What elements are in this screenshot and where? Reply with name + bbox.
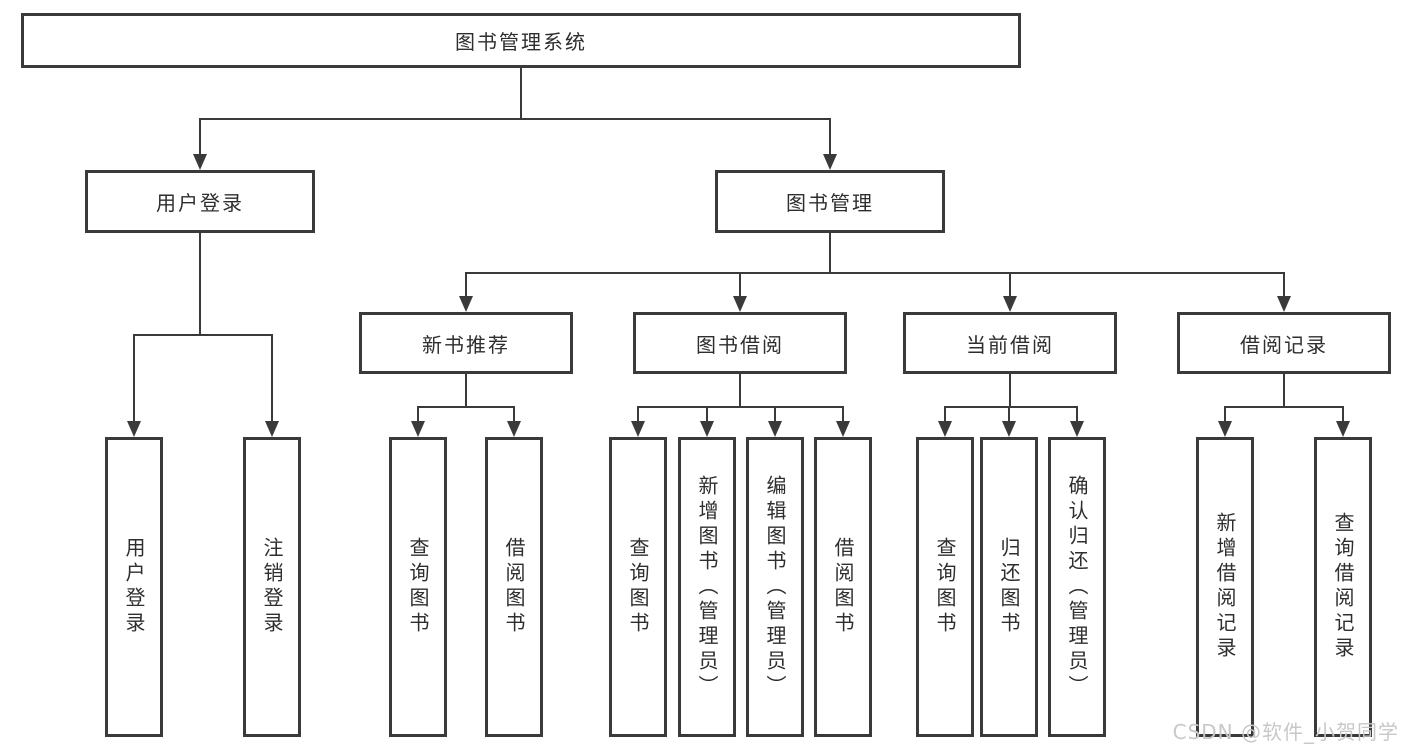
arrow-down-icon [1070, 421, 1084, 437]
line-segment [1283, 272, 1285, 298]
node-label: 确认归还（管理员） [1065, 474, 1089, 700]
node-book-management: 图书管理 [715, 170, 945, 233]
line-segment [1283, 374, 1285, 406]
arrow-down-icon [836, 421, 850, 437]
arrow-down-icon [265, 421, 279, 437]
line-segment [1342, 406, 1344, 422]
node-new-book-recommend: 新书推荐 [359, 312, 573, 374]
line-segment [637, 406, 843, 408]
line-segment [1009, 374, 1011, 406]
node-root-system: 图书管理系统 [21, 13, 1021, 68]
arrow-down-icon [1336, 421, 1350, 437]
line-segment [637, 406, 639, 422]
node-label: 注销登录 [260, 537, 284, 637]
node-label: 图书管理 [786, 191, 874, 215]
leaf-current-confirm-return-admin: 确认归还（管理员） [1048, 437, 1106, 737]
arrow-down-icon [411, 421, 425, 437]
line-segment [706, 406, 708, 422]
line-segment [133, 334, 273, 336]
line-segment [944, 406, 946, 422]
line-segment [513, 406, 515, 422]
node-user-login: 用户登录 [85, 170, 315, 233]
arrow-down-icon [938, 421, 952, 437]
node-label: 借阅图书 [502, 537, 526, 637]
arrow-down-icon [823, 154, 837, 170]
node-label: 当前借阅 [966, 332, 1054, 357]
arrow-down-icon [507, 421, 521, 437]
line-segment [199, 118, 201, 156]
node-label: 编辑图书（管理员） [763, 474, 787, 700]
line-segment [1076, 406, 1078, 422]
node-label: 查询图书 [933, 537, 957, 637]
arrow-down-icon [1277, 296, 1291, 312]
node-label: 图书借阅 [696, 332, 784, 357]
line-segment [1224, 406, 1226, 422]
line-segment [271, 334, 273, 422]
node-label: 查询图书 [406, 537, 430, 637]
leaf-borrow-borrow-books: 借阅图书 [814, 437, 872, 737]
node-label: 新增借阅记录 [1213, 512, 1237, 662]
line-segment [417, 406, 515, 408]
arrow-down-icon [1218, 421, 1232, 437]
line-segment [465, 272, 467, 298]
leaf-logout: 注销登录 [243, 437, 301, 737]
leaf-borrow-query-books: 查询图书 [609, 437, 667, 737]
csdn-watermark: CSDN @软件_小贺同学 [1172, 720, 1399, 744]
node-current-borrow: 当前借阅 [903, 312, 1117, 374]
line-segment [133, 334, 135, 422]
arrow-down-icon [1002, 421, 1016, 437]
leaf-recommend-borrow-books: 借阅图书 [485, 437, 543, 737]
line-segment [1009, 272, 1011, 298]
line-segment [199, 233, 201, 334]
node-label: 借阅记录 [1240, 332, 1328, 357]
leaf-records-query-record: 查询借阅记录 [1314, 437, 1372, 737]
node-label: 查询借阅记录 [1331, 512, 1355, 662]
line-segment [739, 374, 741, 406]
arrow-down-icon [193, 154, 207, 170]
line-segment [842, 406, 844, 422]
node-borrow-records: 借阅记录 [1177, 312, 1391, 374]
line-segment [465, 374, 467, 406]
line-segment [199, 118, 831, 120]
line-segment [774, 406, 776, 422]
leaf-borrow-edit-books-admin: 编辑图书（管理员） [746, 437, 804, 737]
node-label: 用户登录 [122, 537, 146, 637]
arrow-down-icon [700, 421, 714, 437]
line-segment [520, 68, 522, 118]
arrow-down-icon [733, 296, 747, 312]
arrow-down-icon [768, 421, 782, 437]
node-label: 查询图书 [626, 537, 650, 637]
node-label: 图书管理系统 [455, 30, 587, 54]
node-label: 用户登录 [156, 191, 244, 215]
leaf-records-add-record: 新增借阅记录 [1196, 437, 1254, 737]
arrow-down-icon [631, 421, 645, 437]
node-label: 新增图书（管理员） [695, 474, 719, 700]
leaf-current-return-books: 归还图书 [980, 437, 1038, 737]
node-label: 借阅图书 [831, 537, 855, 637]
leaf-recommend-query-books: 查询图书 [389, 437, 447, 737]
line-segment [465, 272, 1285, 274]
line-segment [1224, 406, 1344, 408]
leaf-borrow-add-books-admin: 新增图书（管理员） [678, 437, 736, 737]
leaf-current-query-books: 查询图书 [916, 437, 974, 737]
arrow-down-icon [459, 296, 473, 312]
line-segment [739, 272, 741, 298]
leaf-user-login: 用户登录 [105, 437, 163, 737]
line-segment [829, 118, 831, 156]
line-segment [1008, 406, 1010, 422]
arrow-down-icon [1003, 296, 1017, 312]
arrow-down-icon [127, 421, 141, 437]
node-label: 新书推荐 [422, 332, 510, 357]
line-segment [944, 406, 1078, 408]
node-label: 归还图书 [997, 537, 1021, 637]
line-segment [417, 406, 419, 422]
node-book-borrow: 图书借阅 [633, 312, 847, 374]
line-segment [829, 233, 831, 272]
